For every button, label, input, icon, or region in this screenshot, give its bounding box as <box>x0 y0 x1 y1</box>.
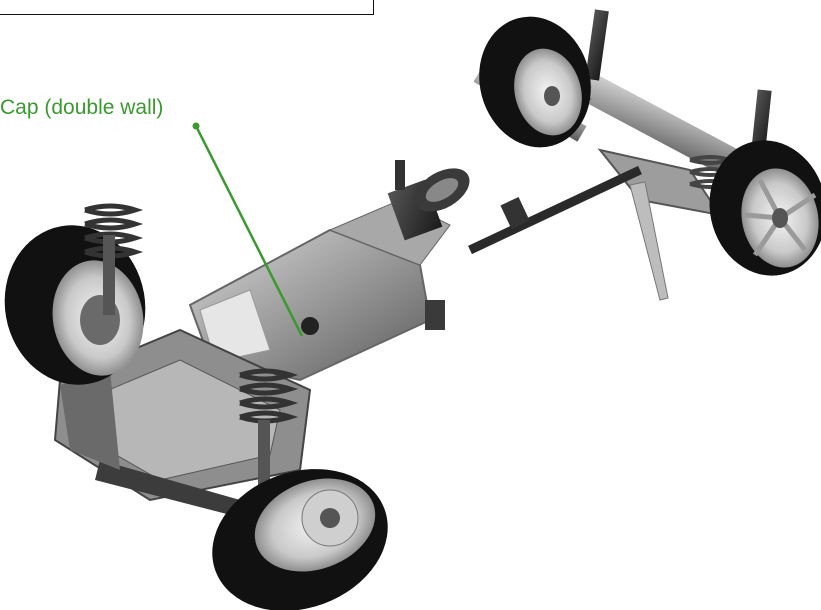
callout-label: Cap (double wall) <box>0 96 164 119</box>
front-left-wheel <box>4 203 146 385</box>
front-right-wheel <box>212 368 388 610</box>
rear-left-wheel <box>479 16 591 148</box>
transmission <box>188 160 470 382</box>
front-subframe <box>53 328 312 520</box>
callout-leader <box>192 122 304 337</box>
caption-box <box>0 0 374 15</box>
rear-right-wheel <box>709 140 821 276</box>
